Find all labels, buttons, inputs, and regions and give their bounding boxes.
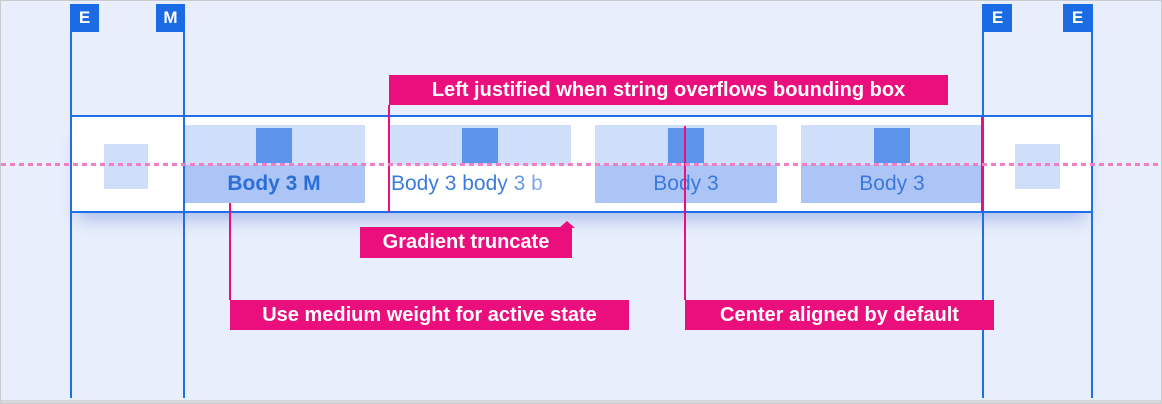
spacing-marker-e-right-inner: E [983,4,1012,32]
annotation-center-aligned: Center aligned by default [685,300,994,330]
annotation-line-center-aligned [684,126,686,300]
annotation-line-medium-weight [229,203,231,300]
tab-truncated[interactable]: Body 3 body 3 b [389,125,571,203]
tab-label: Body 3 M [183,165,365,203]
tab-icon-area [183,125,365,165]
guide-line-left-edge [70,4,72,398]
annotation-gradient-truncate: Gradient truncate [360,221,575,258]
guide-line-right-edge [1091,4,1093,398]
arrow-up-icon [559,221,575,228]
tab-icon-area [801,125,983,165]
overflow-tab-placeholder-icon [104,144,148,189]
annotation-gradient-truncate-text: Gradient truncate [382,231,550,253]
overflow-tab-placeholder-icon [1015,144,1060,189]
spacing-marker-m: M [156,4,185,32]
annotation-left-justified: Left justified when string overflows bou… [389,75,948,105]
tab-default[interactable]: Body 3 [801,125,983,203]
tab-default[interactable]: Body 3 [595,125,777,203]
tab-icon-area [595,125,777,165]
placeholder-square-icon [256,128,292,163]
baseline-dashed-guide [1,163,1161,166]
tab-label: Body 3 [595,165,777,203]
tab-active[interactable]: Body 3 M [183,125,365,203]
placeholder-square-icon [668,128,704,163]
tab-icon-area [389,125,571,165]
annotation-medium-weight: Use medium weight for active state [230,300,629,330]
bottom-edge-strip [1,400,1161,403]
spacing-marker-e-left: E [70,4,99,32]
tab-label: Body 3 [801,165,983,203]
annotation-line-left-justified [388,105,390,212]
spacing-marker-e-right-outer: E [1063,4,1092,32]
tab-label: Body 3 body 3 b [389,165,571,203]
placeholder-square-icon [874,128,910,163]
guide-line-left-margin [183,4,185,398]
placeholder-square-icon [462,128,498,163]
